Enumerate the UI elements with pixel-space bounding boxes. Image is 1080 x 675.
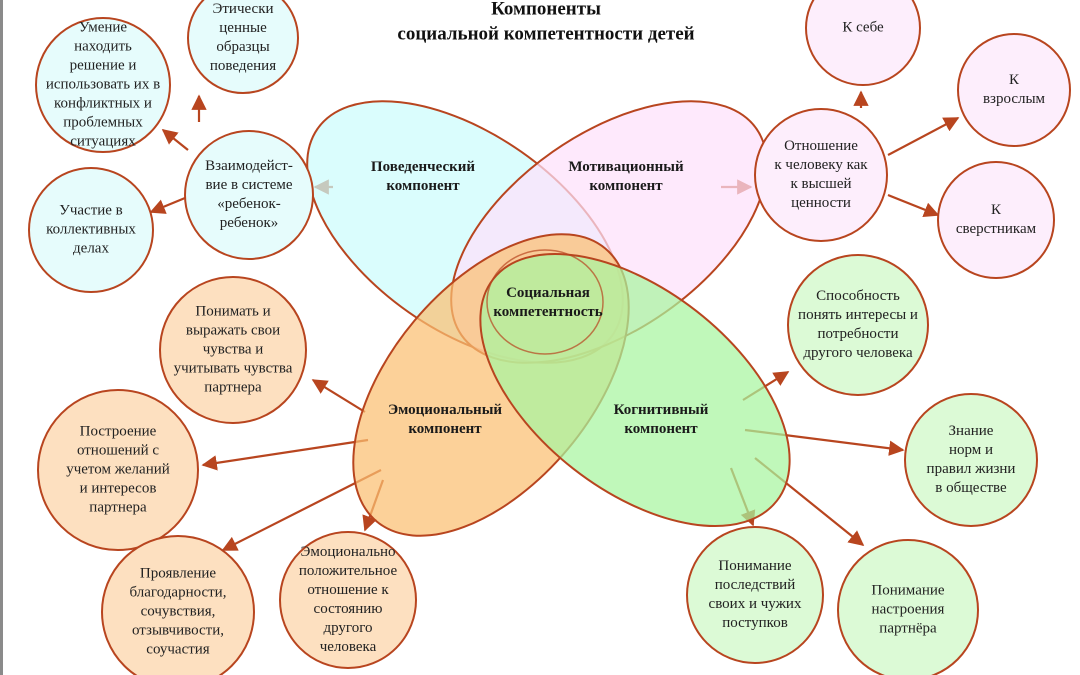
diagram-title: Компоненты социальной компетентности дет… [397,0,695,44]
show-gratitude-circle [101,535,255,675]
knowledge-of-norms-label: Знание норм и правил жизни в обществе [926,422,1016,497]
to-self-label: К себе [842,19,884,36]
ethical-patterns-label: Этически ценные образцы поведения [209,0,277,75]
arrow [161,129,189,151]
understand-interests-circle [787,254,929,396]
child-interaction-label: Взаимодейст- вие в системе «ребенок- реб… [205,157,293,232]
human-value-attitude-circle [754,108,888,242]
understand-consequences-label: Понимание последствий своих и чужих пост… [708,557,802,632]
emotional-component-label: Эмоциональный компонент [387,401,503,437]
build-relations-label: Построение отношений с учетом желаний и … [66,423,170,516]
behavioral-component-label: Поведенческий компонент [370,158,476,194]
arrow [887,117,960,156]
diagram-graphics [28,0,1071,675]
ethical-patterns-circle [187,0,299,94]
understand-mood-label: Понимание настроения партнёра [871,582,945,637]
motivational-component-label: Мотивационный компонент [568,158,684,194]
understand-mood-circle [837,539,979,675]
collective-participation-label: Участие в коллективных делах [46,202,136,257]
express-feelings-circle [159,276,307,424]
knowledge-of-norms-circle [904,393,1038,527]
positive-attitude-circle [279,531,417,669]
arrow [149,196,186,214]
child-interaction-circle [184,130,314,260]
express-feelings-label: Понимать и выражать свои чувства и учиты… [173,303,293,396]
arrow [887,193,940,218]
to-peers-label: К сверстникам [955,201,1037,237]
to-peers-circle [937,161,1055,279]
understand-consequences-circle [686,526,824,664]
show-gratitude-label: Проявление благодарности, сочувствия, от… [129,565,227,658]
understand-interests-label: Способность понять интересы и потребност… [798,287,918,362]
center-circle [486,249,604,355]
collective-participation-circle [28,167,154,293]
cognitive-component-label: Когнитивный компонент [613,401,709,437]
arrow [201,438,369,471]
arrow [311,379,366,413]
human-value-attitude-label: Отношение к человеку как к высшей ценнос… [774,137,868,212]
build-relations-circle [37,389,199,551]
to-adults-label: К взрослым [982,71,1046,107]
conflict-solving-circle [35,17,171,153]
conflict-solving-label: Умение находить решение и использовать и… [45,19,161,150]
to-adults-circle [957,33,1071,147]
social-competence-label: Социальная компетентность [493,284,603,320]
to-self-circle [805,0,921,86]
positive-attitude-label: Эмоционально положительное отношение к с… [298,543,398,656]
